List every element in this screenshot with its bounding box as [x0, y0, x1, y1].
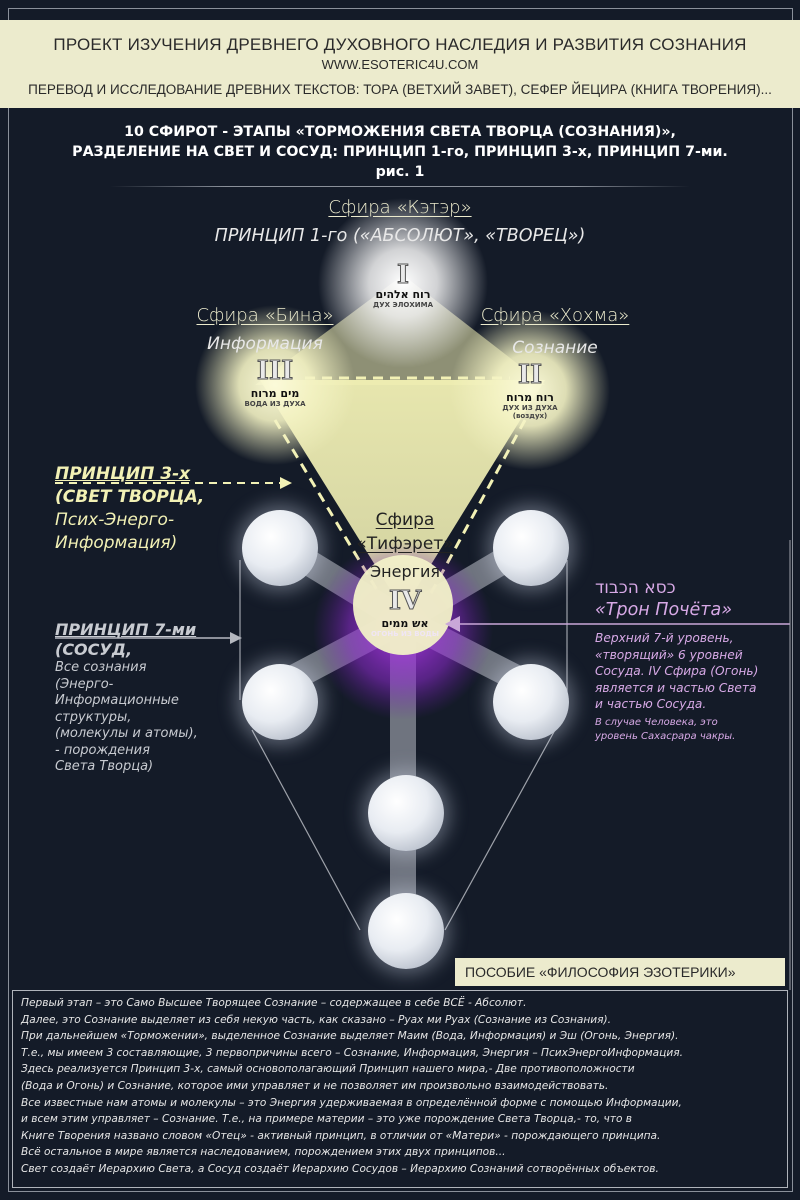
- text-line: Далее, это Сознание выделяет из себя нек…: [21, 1013, 612, 1026]
- vessel-frame-lower-left: [251, 729, 361, 931]
- throne-arrowhead: [445, 616, 460, 632]
- sphere-malkhut[interactable]: [368, 893, 444, 969]
- text-line: Первый этап – это Само Высшее Творящее С…: [21, 997, 527, 1009]
- sfira-keter-label: Сфира «Кэтэр»: [328, 197, 472, 218]
- principle7-title: ПРИНЦИП 7-ми: [55, 620, 197, 639]
- figure-title-line2: РАЗДЕЛЕНИЕ НА СВЕТ И СОСУД: ПРИНЦИП 1-го…: [72, 144, 728, 160]
- keter-glow: [318, 198, 488, 368]
- tiferet-label-line2: «Тифэрет»: [356, 534, 454, 554]
- hokhma-note: (воздух): [512, 412, 548, 420]
- tiferet-numeral: IV: [388, 586, 422, 616]
- hokhma-concept: Сознание: [512, 338, 598, 358]
- keter-numeral: I: [396, 260, 410, 290]
- vessel-frame-lower-right: [444, 729, 556, 931]
- sphere-hod[interactable]: [493, 664, 569, 740]
- hokhma-numeral: II: [517, 360, 543, 390]
- sfira-hokhma-label: Сфира «Хохма»: [480, 305, 630, 326]
- sphere-hesed[interactable]: [242, 510, 318, 586]
- text-line: (Вода и Огонь) и Сознание, которое ими у…: [21, 1079, 609, 1092]
- sphere-netzakh[interactable]: [242, 664, 318, 740]
- principle3-line3: Псих-Энерго-: [55, 510, 175, 530]
- title-divider: [110, 186, 690, 187]
- text-line: и всем этим управляет – Сознание. Т.е., …: [21, 1113, 633, 1126]
- principle3-note: ПРИНЦИП 3-х (СВЕТ ТВОРЦА, Псих-Энерго- И…: [55, 463, 204, 555]
- tiferet-translation: ОГОНЬ ИЗ ВОДЫ: [370, 630, 440, 638]
- bina-concept: Информация: [207, 334, 323, 354]
- sfira-bina-label: Сфира «Бина»: [196, 305, 334, 326]
- principle7-note: ПРИНЦИП 7-ми (СОСУД, Все сознания (Энерг…: [55, 620, 198, 776]
- principle3-title: ПРИНЦИП 3-х: [55, 464, 191, 484]
- tiferet-glow: [353, 555, 453, 655]
- throne-line4: является и частью Света: [595, 680, 757, 695]
- project-subtitle: ПЕРЕВОД И ИССЛЕДОВАНИЕ ДРЕВНИХ ТЕКСТОВ: …: [28, 82, 772, 97]
- throne-line3: Сосуда. IV Сфира (Огонь): [595, 664, 759, 678]
- project-title: ПРОЕКТ ИЗУЧЕНИЯ ДРЕВНЕГО ДУХОВНОГО НАСЛЕ…: [53, 35, 747, 54]
- principle7-arrowhead: [230, 632, 242, 644]
- hokhma-translation: ДУХ ИЗ ДУХА: [502, 404, 558, 412]
- text-line: Всё остальное в мире является наследован…: [21, 1146, 506, 1159]
- bina-translation: ВОДА ИЗ ДУХА: [244, 400, 306, 408]
- throne-note: כסא הכבוד «Трон Почёта» Верхний 7-й уров…: [595, 578, 758, 744]
- tiferet-label-line1: Сфира: [375, 510, 435, 530]
- bina-hebrew: מים מרוח: [250, 387, 300, 400]
- hokhma-glow: [450, 310, 610, 470]
- sfira-hokhma[interactable]: II רוח מרוח ДУХ ИЗ ДУХА (воздух): [490, 362, 570, 432]
- throne-line1: Верхний 7-й уровень,: [595, 631, 734, 645]
- principle7-line6: структуры,: [55, 709, 132, 725]
- sfira-tiferet-label: Сфира «Тифэрет»: [330, 508, 480, 556]
- throne-small-line2: уровень Сахасрара чакры.: [595, 730, 736, 742]
- principle7-line2: (СОСУД,: [55, 640, 133, 659]
- bina-glow: [195, 305, 355, 465]
- throne-line2: «творящий» 6 уровней: [595, 647, 743, 662]
- tiferet-hebrew: אש ממים: [381, 617, 429, 630]
- principle7-line3: Все сознания: [55, 660, 147, 675]
- principle3-line4: Информация): [55, 533, 178, 553]
- principle7-line4: (Энерго-: [55, 676, 114, 692]
- sphere-yesod[interactable]: [368, 775, 444, 851]
- text-line: Свет создаёт Иерархию Света, а Сосуд соз…: [21, 1162, 659, 1175]
- tiferet-concept: Энергия: [369, 562, 441, 581]
- principle7-line5: Информационные: [55, 693, 179, 708]
- keter-translation: ДУХ ЭЛОХИМА: [372, 301, 433, 309]
- keter-hebrew: רוח אלהים: [375, 288, 431, 301]
- hokhma-hebrew: רוח מרוח: [506, 391, 554, 404]
- principle3-arrowhead: [280, 477, 292, 489]
- principle3-line2: (СВЕТ ТВОРЦА,: [55, 487, 205, 507]
- sfira-tiferet[interactable]: IV אש ממים ОГОНЬ ИЗ ВОДЫ: [360, 588, 450, 648]
- principle7-line8: - порождения: [55, 742, 150, 758]
- sphere-gevura[interactable]: [493, 510, 569, 586]
- principle7-line7: (молекулы и атомы),: [55, 726, 198, 741]
- sfira-bina[interactable]: III מים מרוח ВОДА ИЗ ДУХА: [235, 358, 315, 418]
- site-url[interactable]: WWW.ESOTERIC4U.COM: [321, 57, 479, 72]
- figure-caption: рис. 1: [375, 164, 425, 180]
- text-line: Т.е., мы имеем 3 составляющие, 3 первопр…: [21, 1046, 683, 1059]
- text-line: При дальнейшем «Торможении», выделенное …: [21, 1030, 679, 1043]
- figure-title: 10 СФИРОТ - ЭТАПЫ «ТОРМОЖЕНИЯ СВЕТА ТВОР…: [0, 122, 800, 182]
- text-line: Книге Творения названо словом «Отец» - а…: [21, 1129, 661, 1142]
- explanation-text: Первый этап – это Само Высшее Творящее С…: [12, 990, 788, 1188]
- manual-badge: ПОСОБИЕ «ФИЛОСОФИЯ ЭЗОТЕРИКИ»: [455, 958, 785, 986]
- throne-hebrew: כסא הכבוד: [595, 578, 676, 598]
- header-banner: ПРОЕКТ ИЗУЧЕНИЯ ДРЕВНЕГО ДУХОВНОГО НАСЛЕ…: [0, 20, 800, 108]
- outer-frame: [8, 8, 793, 1192]
- throne-small-line1: В случае Человека, это: [595, 716, 718, 728]
- figure-title-line1: 10 СФИРОТ - ЭТАПЫ «ТОРМОЖЕНИЯ СВЕТА ТВОР…: [124, 124, 676, 140]
- principle7-line9: Света Творца): [55, 759, 154, 774]
- throne-line5: и частью Сосуда.: [595, 697, 707, 711]
- sfira-keter[interactable]: I רוח אלהים ДУХ ЭЛОХИМА: [363, 250, 443, 320]
- bina-numeral: III: [256, 356, 294, 386]
- text-line: Все известные нам атомы и молекулы – это…: [21, 1096, 682, 1109]
- text-line: Здесь реализуется Принцип 3-х, самый осн…: [21, 1063, 635, 1076]
- throne-title: «Трон Почёта»: [595, 600, 733, 620]
- principle1-label: ПРИНЦИП 1-го («АБСОЛЮТ», «ТВОРЕЦ»): [214, 226, 586, 246]
